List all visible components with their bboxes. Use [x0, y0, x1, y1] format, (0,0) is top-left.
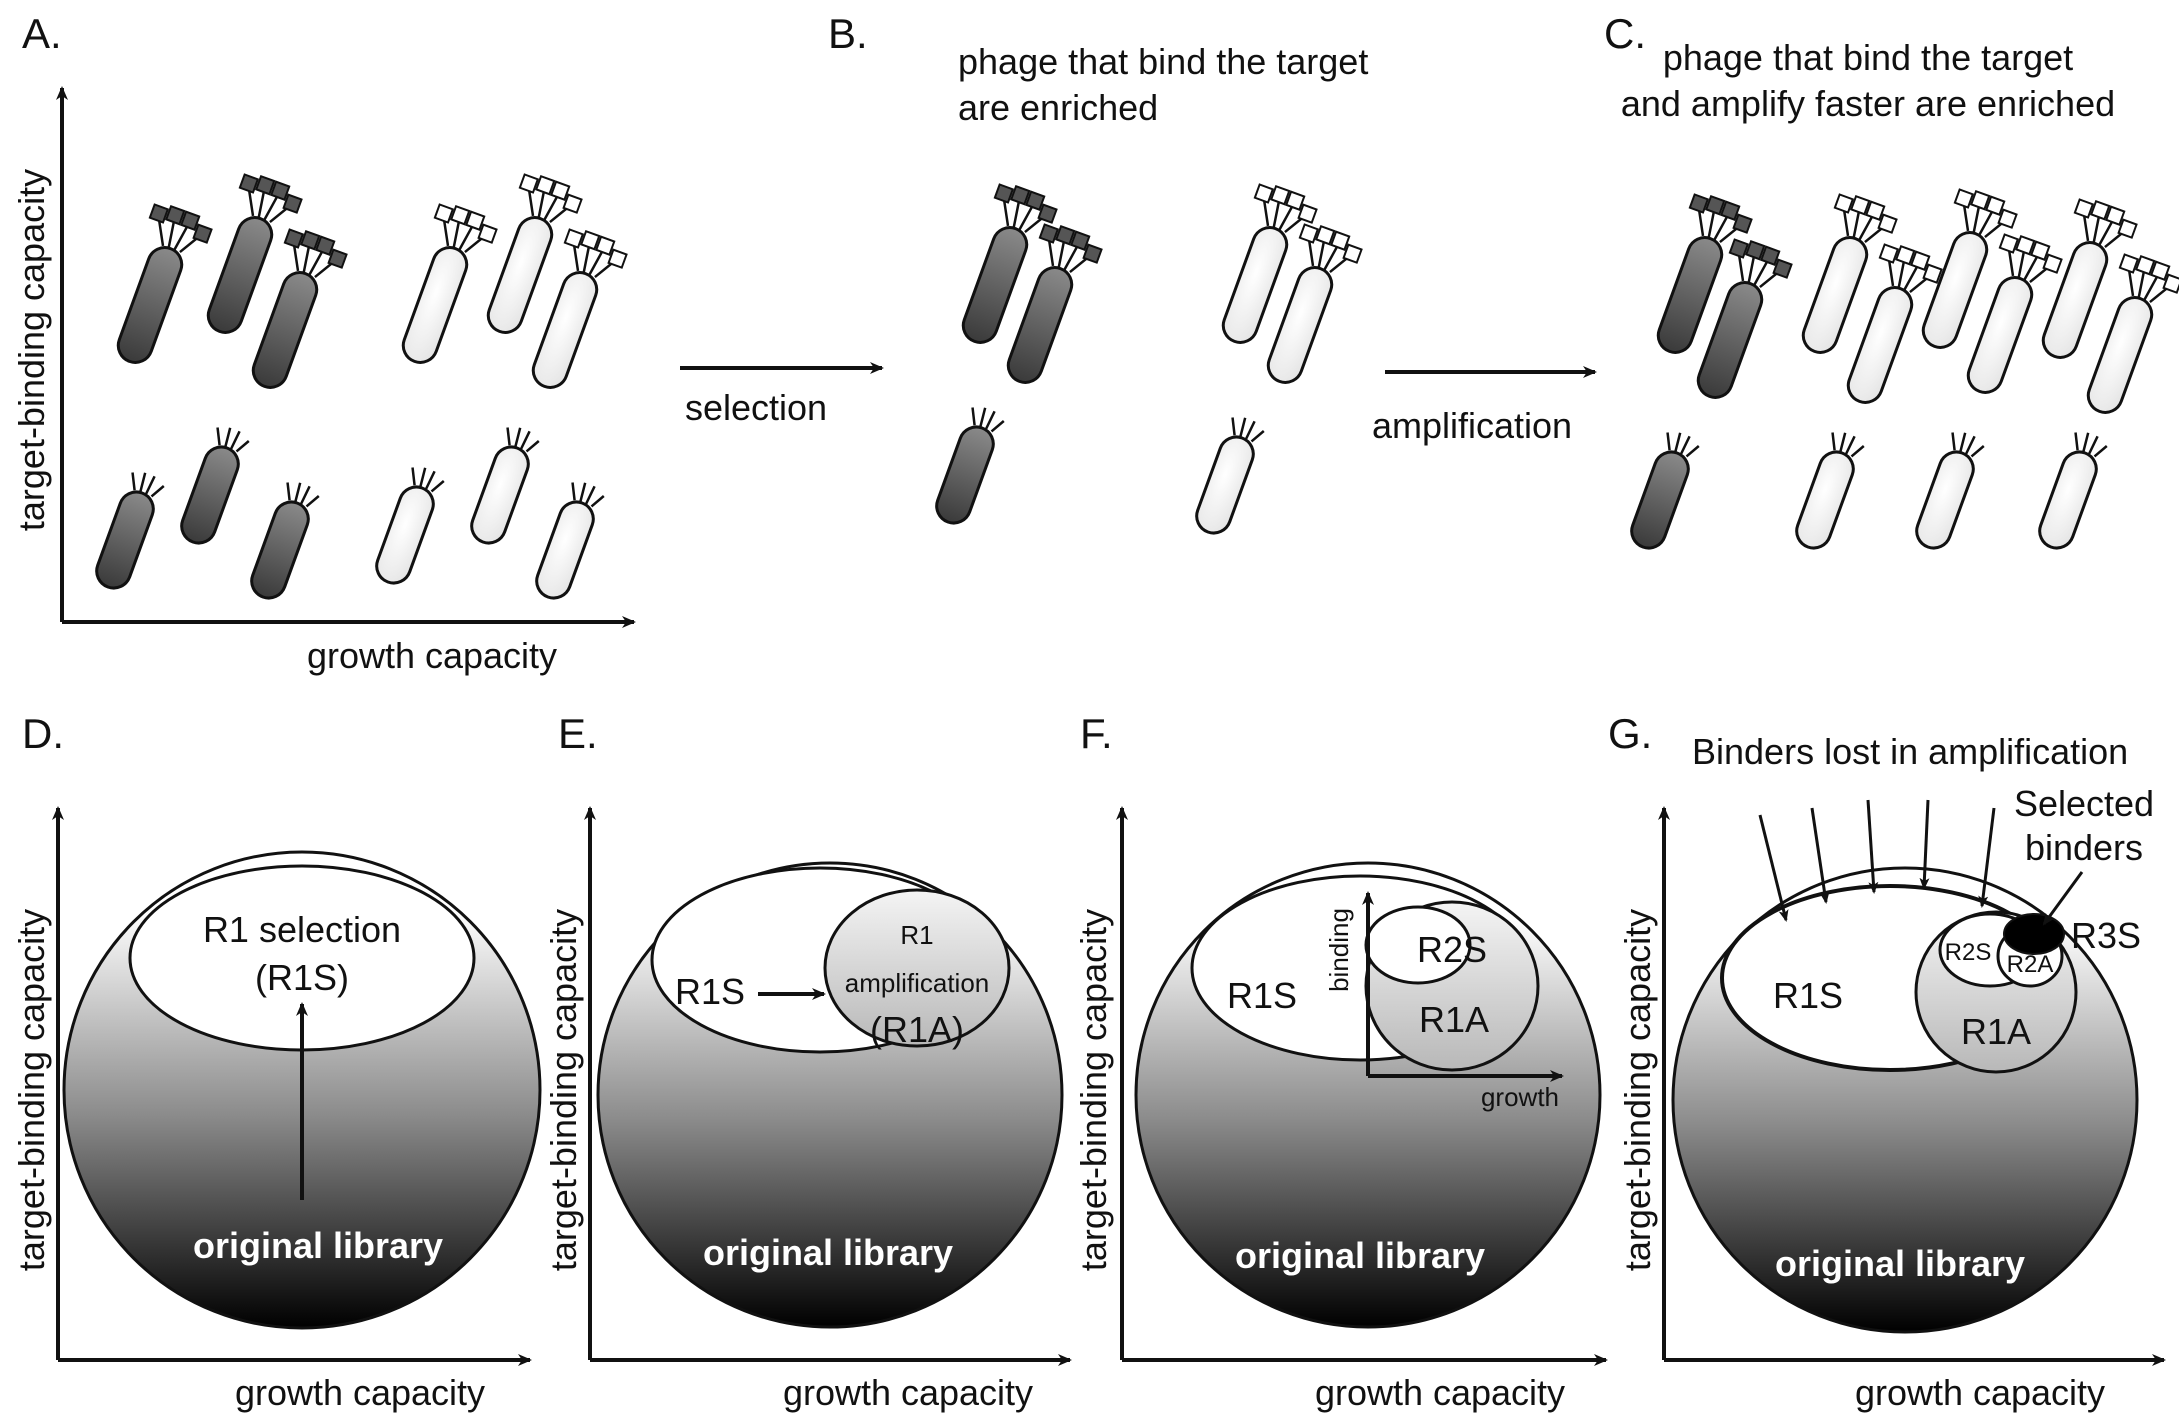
- panel-g-r3s-label: R3S: [2071, 915, 2141, 956]
- panel-e-r1s-label: R1S: [675, 971, 745, 1012]
- phage-dark: [1625, 426, 1703, 555]
- panel-b-letter: B.: [828, 10, 868, 57]
- panel-d-selection-abbrev: (R1S): [255, 957, 349, 998]
- panel-d-selection-label: R1 selection: [203, 909, 401, 950]
- panel-g-r1s-label: R1S: [1773, 975, 1843, 1016]
- panel-b: B. phage that bind the target are enrich…: [828, 10, 1368, 540]
- panel-f-binding-label: binding: [1324, 908, 1354, 992]
- panel-g-r1a-label: R1A: [1961, 1011, 2031, 1052]
- panel-d-xlabel: growth capacity: [235, 1372, 485, 1413]
- panel-g-library-label: original library: [1775, 1243, 2025, 1284]
- panel-g: G. target-binding capacity growth capaci…: [1608, 710, 2166, 1413]
- panel-g-selected-line1: Selected: [2014, 783, 2154, 824]
- panel-f-r1s-label: R1S: [1227, 975, 1297, 1016]
- panel-a-xlabel: growth capacity: [307, 635, 557, 676]
- panel-d-letter: D.: [22, 710, 64, 757]
- panel-d-ylabel: target-binding capacity: [11, 909, 52, 1271]
- panel-f-growth-label: growth: [1481, 1082, 1559, 1112]
- phage-dark-binder: [99, 199, 216, 374]
- r1a-region: [823, 888, 1011, 1048]
- phage-dark: [930, 401, 1008, 530]
- phage-light: [2033, 426, 2111, 555]
- panel-f-r2s-label: R2S: [1417, 929, 1487, 970]
- phage-light: [370, 461, 448, 590]
- panel-c: C. phage that bind the target and amplif…: [1604, 10, 2179, 555]
- r3s-region: [2003, 913, 2065, 955]
- panel-d-library-label: original library: [193, 1225, 443, 1266]
- panel-c-caption-line1: phage that bind the target: [1663, 37, 2073, 78]
- phage-light: [1790, 426, 1868, 555]
- panel-c-caption-line2: and amplify faster are enriched: [1621, 83, 2115, 124]
- lost-binder-arrow: [1866, 799, 1879, 894]
- lost-binder-arrow: [1978, 807, 1996, 908]
- lost-binder-arrow: [1919, 799, 1930, 890]
- lost-binder-arrow: [1810, 807, 1830, 904]
- panel-g-selected-line2: binders: [2025, 827, 2143, 868]
- panel-f-library-label: original library: [1235, 1235, 1485, 1276]
- panel-e: E. target-binding capacity growth capaci…: [543, 710, 1072, 1413]
- phage-dark: [245, 476, 323, 605]
- panel-e-amp-abbrev: (R1A): [870, 1009, 964, 1050]
- amplification-label: amplification: [1372, 405, 1572, 446]
- phage-light: [465, 421, 543, 550]
- panel-e-amp-line2: amplification: [845, 968, 990, 998]
- phage-light: [1190, 411, 1268, 540]
- panel-g-lost-label: Binders lost in amplification: [1692, 731, 2128, 772]
- panel-f-xlabel: growth capacity: [1315, 1372, 1565, 1413]
- panel-e-ylabel: target-binding capacity: [543, 909, 584, 1271]
- panel-e-amp-line1: R1: [900, 920, 933, 950]
- panel-g-ylabel: target-binding capacity: [1617, 909, 1658, 1271]
- selected-binder-arrow: [2042, 871, 2084, 926]
- panel-c-letter: C.: [1604, 10, 1646, 57]
- panel-f-ylabel: target-binding capacity: [1073, 909, 1114, 1271]
- panel-g-r2s-label: R2S: [1945, 939, 1992, 966]
- panel-f: F. target-binding capacity growth capaci…: [1073, 710, 1608, 1413]
- phage-light-binder: [384, 199, 501, 374]
- panel-d: D. target-binding capacity growth capaci…: [11, 710, 542, 1413]
- panel-e-letter: E.: [558, 710, 598, 757]
- panel-b-caption-line2: are enriched: [958, 87, 1158, 128]
- panel-g-r2a-label: R2A: [2007, 951, 2054, 978]
- phage-dark: [175, 421, 253, 550]
- selection-label: selection: [685, 387, 827, 428]
- panel-a-letter: A.: [22, 10, 62, 57]
- lost-binder-arrow: [1758, 814, 1789, 922]
- panel-b-caption-line1: phage that bind the target: [958, 41, 1368, 82]
- panel-e-library-label: original library: [703, 1232, 953, 1273]
- panel-f-r1a-label: R1A: [1419, 999, 1489, 1040]
- panel-a-ylabel: target-binding capacity: [11, 169, 52, 531]
- phage-light: [530, 476, 608, 605]
- panel-f-letter: F.: [1080, 710, 1113, 757]
- panel-a: A. target-binding capacity growth capaci…: [11, 10, 636, 676]
- panel-g-letter: G.: [1608, 710, 1652, 757]
- phage-dark: [90, 466, 168, 595]
- panel-g-xlabel: growth capacity: [1855, 1372, 2105, 1413]
- phage-light: [1910, 426, 1988, 555]
- panel-e-xlabel: growth capacity: [783, 1372, 1033, 1413]
